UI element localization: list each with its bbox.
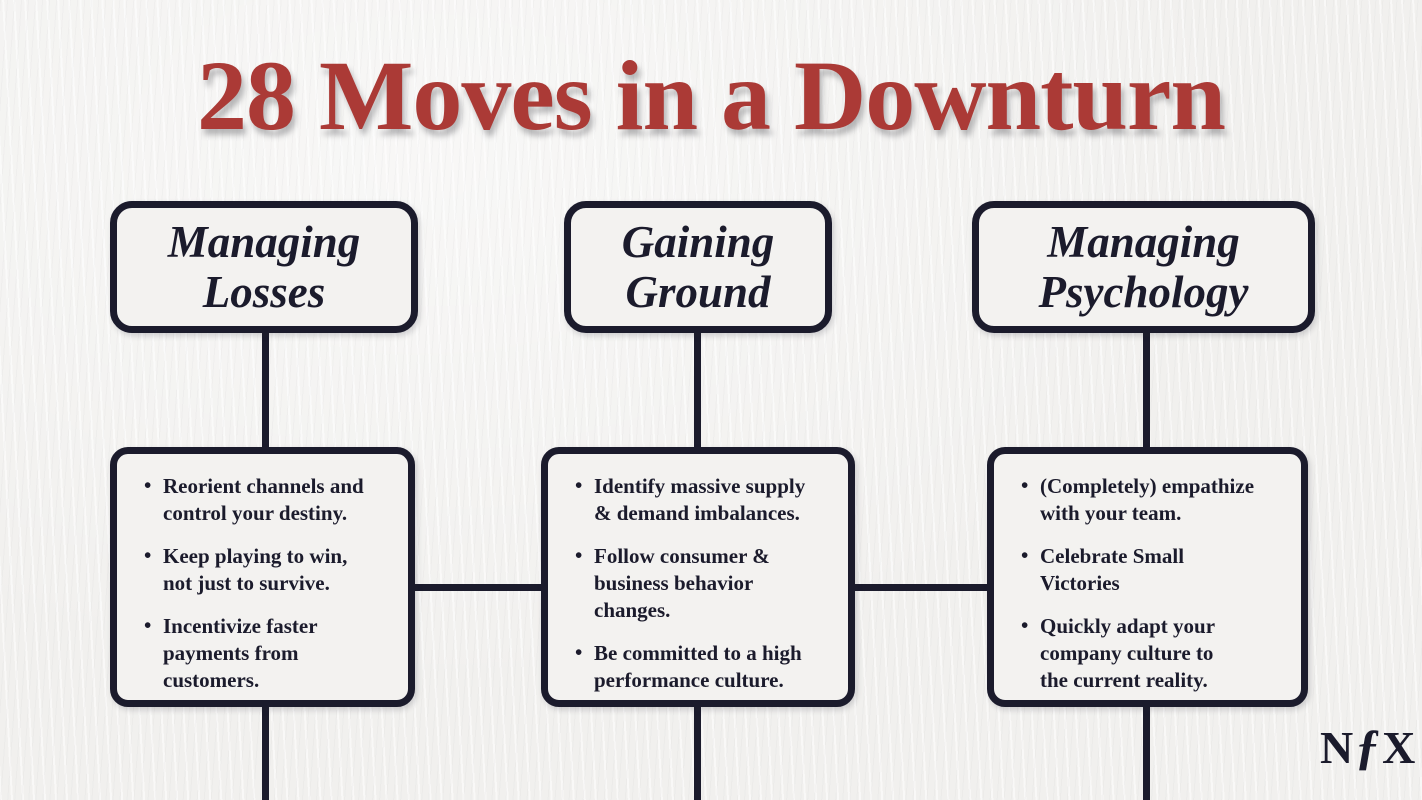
bullet-item: Reorient channels and control your desti… bbox=[142, 472, 398, 527]
bullet-item: Incentivize faster payments from custome… bbox=[142, 612, 398, 694]
header-label: Managing Losses bbox=[167, 217, 361, 317]
header-label: Gaining Ground bbox=[621, 217, 775, 317]
bullet-item: Identify massive supply & demand imbalan… bbox=[573, 472, 838, 527]
nfx-logo: NƒX bbox=[1320, 718, 1416, 775]
bullet-item: Quickly adapt your company culture to th… bbox=[1019, 612, 1291, 694]
logo-letter-f: ƒ bbox=[1355, 719, 1382, 774]
bullet-item: Be committed to a high performance cultu… bbox=[573, 639, 838, 694]
header-box-managing-psychology: Managing Psychology bbox=[972, 201, 1315, 333]
connector-bottom-col1 bbox=[262, 704, 269, 800]
detail-box-managing-psychology: (Completely) empathize with your team. C… bbox=[987, 447, 1308, 707]
connector-vertical-col1 bbox=[262, 330, 269, 450]
bullet-item: (Completely) empathize with your team. bbox=[1019, 472, 1291, 527]
bullet-list: Reorient channels and control your desti… bbox=[117, 454, 408, 694]
detail-box-managing-losses: Reorient channels and control your desti… bbox=[110, 447, 415, 707]
detail-box-gaining-ground: Identify massive supply & demand imbalan… bbox=[541, 447, 855, 707]
connector-horizontal-box1-box2 bbox=[412, 584, 544, 591]
header-label: Managing Psychology bbox=[1038, 217, 1249, 317]
header-box-gaining-ground: Gaining Ground bbox=[564, 201, 832, 333]
connector-vertical-col2 bbox=[694, 330, 701, 450]
bullet-item: Follow consumer & business behavior chan… bbox=[573, 542, 838, 624]
logo-letter-n: N bbox=[1320, 722, 1355, 773]
bullet-item: Celebrate Small Victories bbox=[1019, 542, 1291, 597]
bullet-list: (Completely) empathize with your team. C… bbox=[994, 454, 1301, 694]
connector-bottom-col3 bbox=[1143, 700, 1150, 800]
page-title: 28 Moves in a Downturn bbox=[196, 40, 1226, 151]
bullet-list: Identify massive supply & demand imbalan… bbox=[548, 454, 848, 694]
connector-bottom-col2 bbox=[694, 704, 701, 800]
bullet-item: Keep playing to win, not just to survive… bbox=[142, 542, 398, 597]
header-box-managing-losses: Managing Losses bbox=[110, 201, 418, 333]
connector-horizontal-box2-box3 bbox=[852, 584, 990, 591]
connector-vertical-col3 bbox=[1143, 330, 1150, 450]
logo-letter-x: X bbox=[1382, 722, 1417, 773]
